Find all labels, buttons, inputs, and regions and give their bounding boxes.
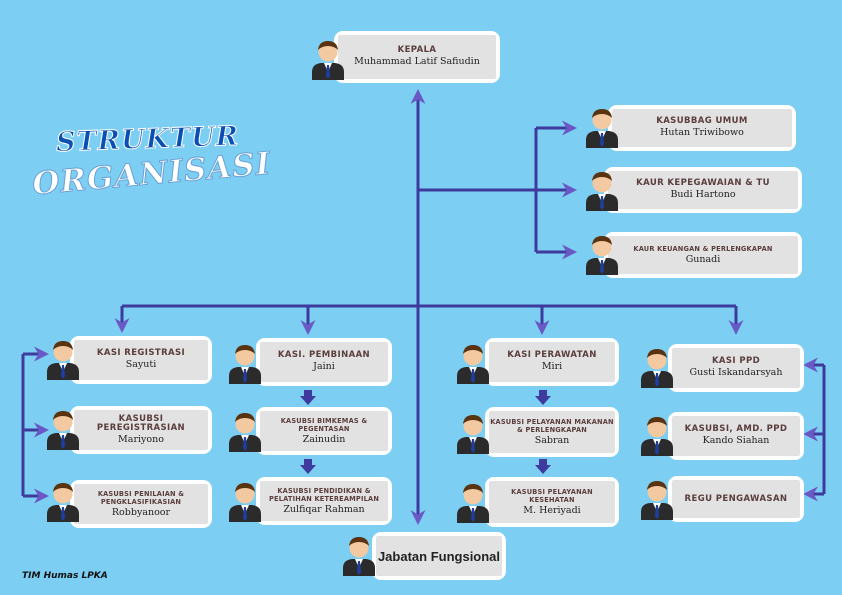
card-name: Miri: [541, 361, 563, 372]
card-title: KASUBSI PENDIDIKAN & PELATIHAN KETEREAMP…: [268, 486, 380, 503]
card-title: KASUBSI PENILAIAN & PENGKLASIFIKASIAN: [97, 489, 185, 506]
person-icon: [229, 413, 261, 452]
person-icon: [229, 345, 261, 384]
footer-credit: TIM Humas LPKA: [22, 571, 108, 581]
card-name: Sayuti: [125, 359, 157, 370]
chevron-pembinaan-1: [300, 390, 316, 405]
chevron-perawatan-2: [535, 459, 551, 474]
person-icon: [47, 483, 79, 522]
card-kasubsi-makanan: KASUBSI PELAYANAN MAKANAN & PERLENGKAPAN…: [485, 407, 619, 457]
person-icon: [641, 417, 673, 456]
person-icon: [343, 537, 375, 576]
card-name: M. Heriyadi: [523, 504, 581, 516]
card-name: Sabran: [534, 434, 570, 446]
person-icon: [457, 484, 489, 523]
card-name: Gunadi: [685, 253, 721, 265]
person-icon: [229, 483, 261, 522]
card-title: KASUBSI BIMKEMAS & PEGENTASAN: [280, 416, 368, 433]
chevron-perawatan-1: [535, 390, 551, 405]
card-title: KASI REGISTRASI: [96, 348, 186, 358]
card-title: REGU PENGAWASAN: [684, 493, 788, 504]
card-name: Mariyono: [118, 433, 164, 445]
card-name: Budi Hartono: [670, 189, 736, 200]
person-icon: [641, 481, 673, 520]
card-title: KASUBSI PELAYANAN MAKANAN & PERLENGKAPAN: [490, 417, 614, 434]
card-name: Zainudin: [302, 433, 346, 445]
chevron-pembinaan-2: [300, 459, 316, 474]
card-name: Zulfiqar Rahman: [283, 503, 365, 515]
card-title: KASI. PEMBINAAN: [277, 350, 371, 360]
person-icon: [457, 345, 489, 384]
card-name: Hutan Triwibowo: [660, 127, 744, 138]
card-regu-pengawasan: REGU PENGAWASAN: [668, 476, 804, 522]
card-title: KASUBSI, AMD. PPD: [684, 424, 788, 434]
person-icon: [47, 341, 79, 380]
diagram-title: STRUKTUR ORGANISASI: [22, 120, 282, 203]
person-icon: [586, 236, 618, 275]
card-title: KASI PPD: [711, 356, 761, 366]
card-jabatan-fungsional: Jabatan Fungsional: [372, 532, 506, 580]
person-icon: [457, 415, 489, 454]
card-name: Gusti Iskandarsyah: [689, 367, 783, 378]
card-title: KASUBSI PEREGISTRASIAN: [96, 413, 186, 433]
card-title: Jabatan Fungsional: [377, 548, 501, 564]
person-icon: [586, 172, 618, 211]
card-name: Jaini: [313, 361, 335, 372]
person-icon: [47, 411, 79, 450]
card-title: KEPALA: [397, 45, 437, 55]
card-title: KAUR KEUANGAN & PERLENGKAPAN: [633, 244, 773, 253]
card-title: KASI PERAWATAN: [507, 350, 597, 360]
card-title: KASUBBAG UMUM: [656, 116, 748, 126]
card-title: KASUBSI PELAYANAN KESEHATAN: [511, 487, 593, 504]
card-title: KAUR KEPEGAWAIAN & TU: [636, 178, 770, 188]
card-name: Kando Siahan: [702, 435, 770, 446]
card-kasubsi-pendidikan: KASUBSI PENDIDIKAN & PELATIHAN KETEREAMP…: [256, 477, 392, 525]
card-name: Robbyanoor: [111, 506, 171, 518]
person-icon: [312, 41, 344, 80]
person-icon: [586, 109, 618, 148]
card-name: Muhammad Latif Safiudin: [354, 56, 480, 67]
person-icon: [641, 349, 673, 388]
